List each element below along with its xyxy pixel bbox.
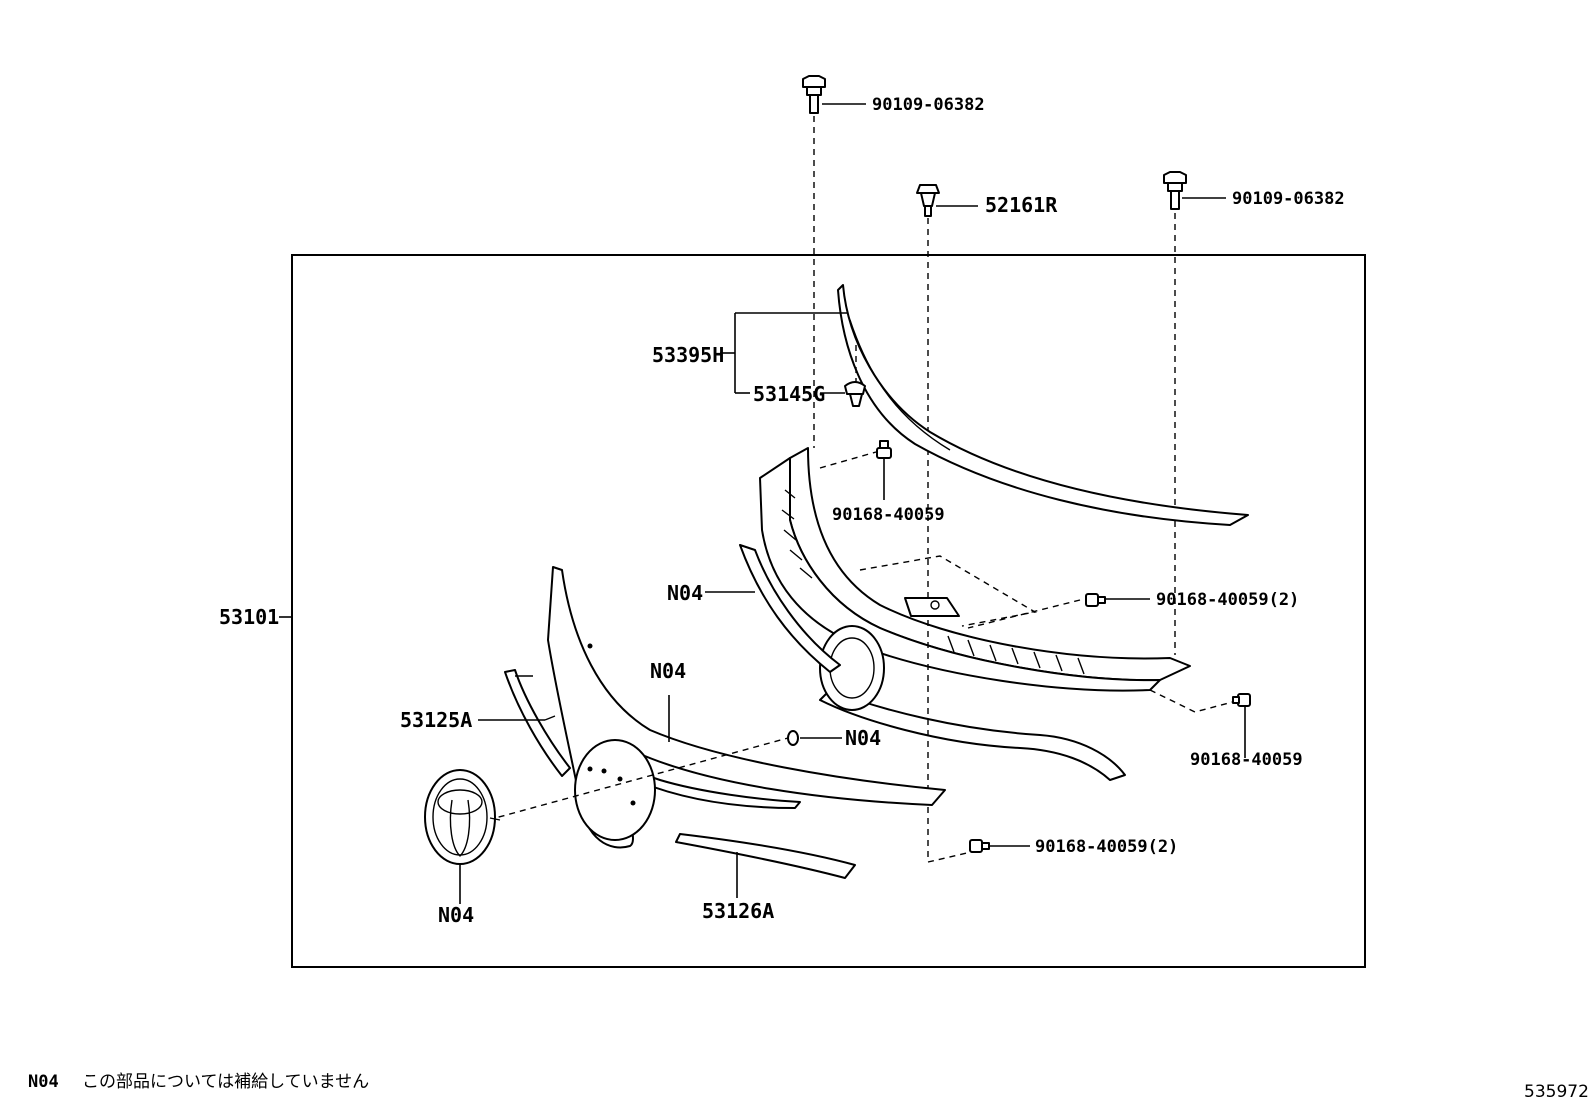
callout-53126a: 53126A: [702, 899, 774, 923]
callout-53395h: 53395H: [652, 343, 724, 367]
grille-side-garnish: [739, 544, 841, 673]
callout-53145g: 53145G: [753, 382, 825, 406]
upper-molding: [837, 284, 1249, 526]
nut-icon: [969, 839, 990, 853]
small-garnish-clip: [787, 730, 799, 746]
callout-90168-40059-upper: 90168-40059: [832, 505, 945, 525]
callout-52161r: 52161R: [985, 193, 1058, 217]
clip-icon: [916, 184, 940, 217]
callout-90109-06382-right: 90109-06382: [1232, 189, 1345, 209]
nut-icon: [876, 440, 892, 459]
radiator-grille: [759, 447, 1191, 781]
callout-n04-small: N04: [845, 726, 881, 750]
bolt-icon: [1163, 171, 1187, 210]
figure-number: 535972: [1524, 1082, 1589, 1099]
bolt-icon: [802, 75, 826, 114]
callout-n04-center: N04: [650, 659, 686, 683]
callout-n04-emblem: N04: [438, 903, 474, 927]
callout-53101: 53101: [219, 605, 279, 629]
molding-53125a: [504, 669, 571, 777]
footnote-text: この部品については補給していません: [82, 1072, 369, 1092]
molding-53126a: [675, 833, 856, 879]
assembly-frame: [291, 254, 1366, 968]
footnote-code: N04: [28, 1072, 59, 1092]
callout-53125a: 53125A: [400, 708, 472, 732]
nut-icon: [1232, 693, 1251, 707]
callout-90168-40059-lower-right: 90168-40059: [1190, 750, 1303, 770]
callout-90168-40059-2-right: 90168-40059(2): [1156, 590, 1299, 610]
nut-icon: [1085, 593, 1106, 607]
toyota-emblem: [424, 769, 501, 865]
callout-90109-06382-top: 90109-06382: [872, 95, 985, 115]
clip-icon: [844, 381, 866, 407]
callout-90168-40059-2-bottom: 90168-40059(2): [1035, 837, 1178, 857]
callout-n04-grille: N04: [667, 581, 703, 605]
